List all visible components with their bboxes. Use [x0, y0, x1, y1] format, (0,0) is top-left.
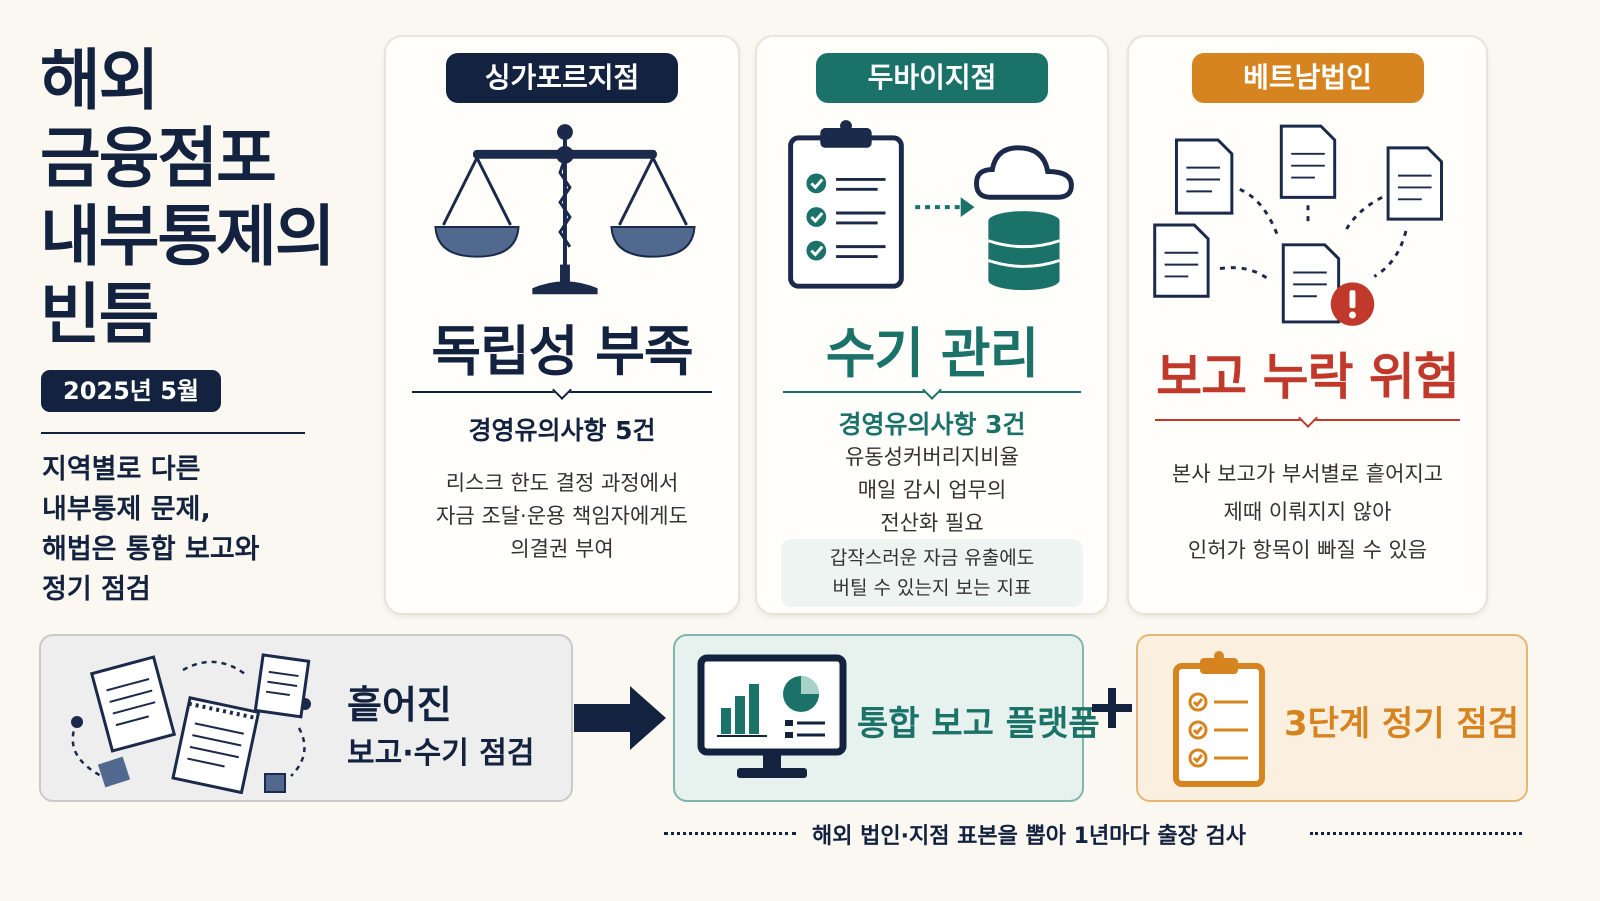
card-footnote: 갑작스러운 자금 유출에도 버틸 수 있는지 보는 지표 [781, 539, 1083, 607]
divider-caret [1297, 408, 1318, 428]
body-line: 자금 조달·운용 책임자에게도 [436, 504, 688, 528]
card-body: 리스크 한도 결정 과정에서 자금 조달·운용 책임자에게도 의결권 부여 [386, 467, 738, 566]
solution-inspection-label: 3단계 정기 점검 [1284, 704, 1520, 744]
body-line: 전산화 필요 [880, 511, 984, 535]
body-line: 본사 보고가 부서별로 흩어지고 [1171, 462, 1444, 486]
problem-box: 흩어진 보고·수기 점검 [39, 634, 573, 802]
card-body: 유동성커버리지비율 매일 감시 업무의 전산화 필요 [757, 441, 1107, 540]
title-line: 해외 [40, 42, 159, 119]
card-subheading: 경영유의사항 3건 [838, 410, 1026, 439]
dotted-rule-right [1310, 832, 1522, 835]
title-line: 금융점포 [40, 120, 277, 197]
card-label: 베트남법인 [1191, 53, 1424, 103]
scattered-documents-alert-icon [1153, 124, 1443, 326]
title-line: 내부통제의 [40, 198, 336, 275]
plus-icon [1092, 688, 1132, 728]
card-headline: 수기 관리 [825, 322, 1040, 385]
card-vietnam: 베트남법인 보고 누락 위험 본사 보고가 부서별로 흩어 [1127, 35, 1488, 615]
checklist-clipboard-icon [1173, 651, 1265, 787]
date-badge: 2025년 5월 [41, 370, 222, 412]
solution-platform-label: 통합 보고 플랫폼 [857, 704, 1100, 744]
problem-subtitle: 보고·수기 점검 [347, 736, 535, 771]
scattered-papers-icon [71, 653, 311, 794]
body-line: 리스크 한도 결정 과정에서 [445, 471, 679, 495]
subtitle-line: 정기 점검 [42, 574, 151, 605]
title-divider [41, 432, 305, 434]
balance-scale-icon [434, 124, 696, 295]
body-line: 매일 감시 업무의 [857, 478, 1007, 502]
card-label: 두바이지점 [816, 53, 1048, 103]
clipboard-to-database-icon [788, 120, 1074, 291]
arrow-right-icon [574, 686, 666, 750]
subtitle-line: 지역별로 다른 [42, 454, 201, 485]
solution-inspection-box: 3단계 정기 점검 [1136, 634, 1528, 802]
subtitle-line: 해법은 통합 보고와 [42, 534, 260, 565]
page-subtitle: 지역별로 다른 내부통제 문제, 해법은 통합 보고와 정기 점검 [42, 450, 342, 610]
card-singapore: 싱가포르지점 독립성 부족 경영유의사항 5건 리스크 한도 결정 과정에서 자… [384, 35, 740, 615]
card-label: 싱가포르지점 [446, 53, 678, 103]
note-line: 갑작스러운 자금 유출에도 [829, 547, 1035, 569]
card-subheading: 경영유의사항 5건 [468, 416, 656, 445]
card-body: 본사 보고가 부서별로 흩어지고 제때 이뤄지지 않아 인허가 항목이 빠질 수… [1129, 455, 1486, 569]
monitor-chart-icon [697, 654, 847, 778]
title-line: 빈틈 [40, 276, 159, 353]
card-headline: 독립성 부족 [431, 320, 693, 383]
footnote-text: 해외 법인·지점 표본을 뽑아 1년마다 출장 검사 [812, 824, 1246, 849]
card-headline: 보고 누락 위험 [1156, 348, 1460, 406]
body-line: 인허가 항목이 빠질 수 있음 [1187, 538, 1428, 562]
card-dubai: 두바이지점 수기 관리 경영유의사항 3건 유동성커버리지비율 매일 감시 업무… [755, 35, 1109, 615]
body-line: 제때 이뤄지지 않아 [1223, 500, 1392, 524]
dotted-rule-left [664, 832, 796, 835]
body-line: 유동성커버리지비율 [845, 445, 1019, 469]
note-line: 버틸 수 있는지 보는 지표 [832, 577, 1032, 599]
subtitle-line: 내부통제 문제, [42, 494, 211, 525]
page-title: 해외 금융점포 내부통제의 빈틈 [40, 42, 360, 354]
problem-title: 흩어진 [347, 683, 452, 727]
solution-platform-box: 통합 보고 플랫폼 [673, 634, 1100, 802]
body-line: 의결권 부여 [510, 537, 614, 561]
